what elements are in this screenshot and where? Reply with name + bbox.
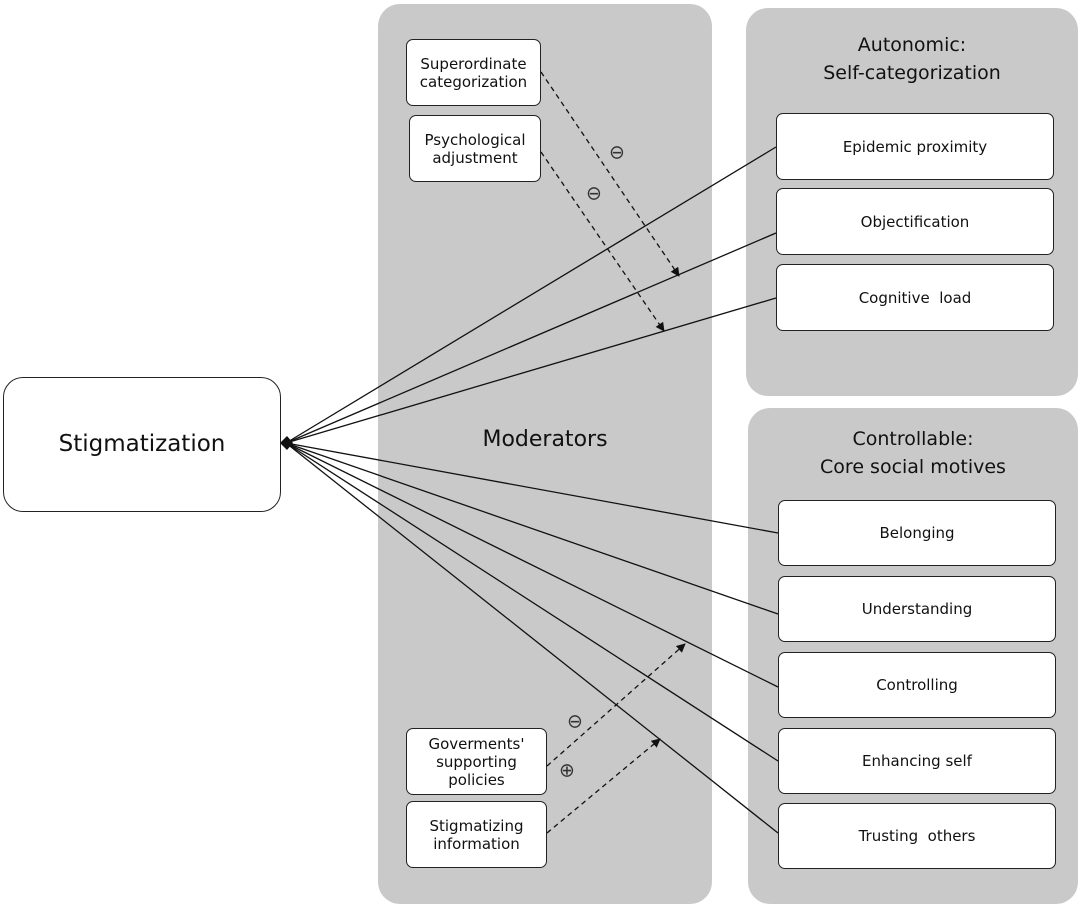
outcome-cognitive-load: Cognitive load (776, 264, 1054, 331)
controllable-title-line2: Core social motives (820, 455, 1006, 478)
sign-psychological: ⊖ (586, 182, 602, 205)
outcome-objectification: Objectification (776, 188, 1054, 255)
motive-trusting-others: Trusting others (778, 803, 1056, 869)
controllable-title: Controllable: Core social motives (748, 426, 1078, 481)
autonomic-title-line1: Autonomic: (857, 34, 967, 56)
moderator-superordinate-categorization: Superordinate categorization (406, 39, 541, 106)
autonomic-title: Autonomic: Self-categorization (746, 32, 1078, 87)
autonomic-title-line2: Self-categorization (823, 61, 1001, 84)
sign-information: ⊕ (559, 759, 575, 782)
controllable-title-line1: Controllable: (852, 428, 974, 450)
motive-enhancing-self: Enhancing self (778, 728, 1056, 794)
motive-belonging: Belonging (778, 500, 1056, 566)
outcome-epidemic-proximity: Epidemic proximity (776, 113, 1054, 180)
sign-superordinate: ⊖ (609, 141, 625, 164)
moderator-stigmatizing-information: Stigmatizing information (406, 801, 547, 868)
moderator-government-policies: Goverments' supporting policies (406, 728, 547, 795)
stigmatization-label: Stigmatization (58, 430, 226, 457)
stigmatization-box: Stigmatization (3, 377, 281, 512)
motive-understanding: Understanding (778, 576, 1056, 642)
motive-controlling: Controlling (778, 652, 1056, 718)
hub-point (280, 436, 293, 450)
moderators-title: Moderators (482, 427, 608, 452)
moderator-psychological-adjustment: Psychological adjustment (409, 115, 541, 182)
sign-policies: ⊖ (567, 710, 583, 733)
